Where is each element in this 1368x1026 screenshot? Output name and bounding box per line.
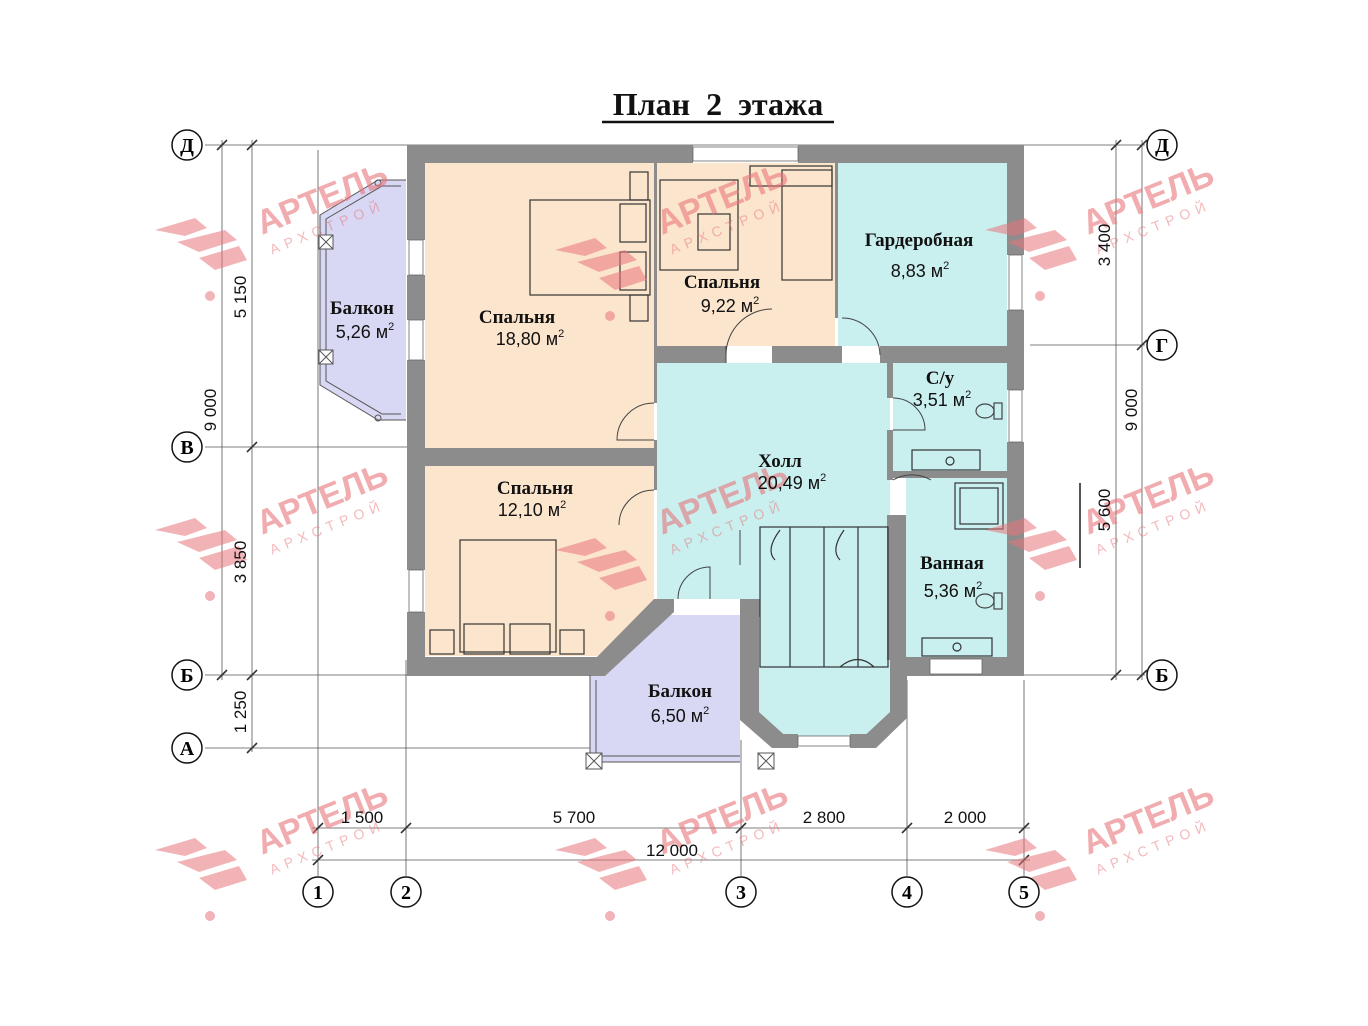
- balcony-rails: [318, 179, 775, 770]
- room-area-bedroom-left: 12,10 м2: [498, 499, 567, 520]
- axis-label-column: 5: [1019, 882, 1029, 904]
- room-name-hall: Холл: [758, 451, 802, 472]
- room-name-balcony-left: Балкон: [330, 298, 394, 319]
- room-name-bedroom-small: Спальня: [684, 272, 760, 293]
- axis-label-row: Д: [1155, 135, 1169, 157]
- room-area-wardrobe: 8,83 м2: [891, 260, 950, 281]
- dim-bottom-inner: 2 000: [944, 808, 987, 827]
- dim-left-outer: 9 000: [201, 389, 220, 432]
- room-area-bedroom-small: 9,22 м2: [701, 295, 760, 316]
- axis-label-row: Б: [180, 665, 193, 687]
- dim-bottom-inner: 2 800: [803, 808, 846, 827]
- room-area-balcony-bottom: 6,50 м2: [651, 705, 710, 726]
- room-labels: Балкон 5,26 м2 Спальня 18,80 м2 Спальня …: [330, 230, 984, 726]
- axis-label-row: Д: [180, 135, 194, 157]
- dim-bottom-inner: 5 700: [553, 808, 596, 827]
- axis-label-column: 3: [736, 882, 746, 904]
- dim-left-inner: 3 850: [231, 541, 250, 584]
- room-area-wc: 3,51 м2: [913, 389, 972, 410]
- dim-right-outer: 9 000: [1122, 389, 1141, 432]
- dim-right-inner: 3 400: [1095, 224, 1114, 267]
- watermark-logo: [555, 838, 647, 921]
- dimension-ticks: [216, 139, 1148, 866]
- windows: [408, 146, 1023, 747]
- dim-bottom-inner: 1 500: [341, 808, 384, 827]
- axis-bubbles: Д Д Г В Б Б А 1 2 3 4 5: [171, 129, 1178, 908]
- plan-title: План 2 этажа: [613, 86, 823, 122]
- room-name-wardrobe: Гардеробная: [865, 230, 974, 251]
- room-area-bedroom-big: 18,80 м2: [496, 328, 565, 349]
- door-swings: [616, 308, 932, 600]
- axis-label-column: 4: [902, 882, 912, 904]
- walls: [407, 145, 1024, 748]
- axis-label-row: В: [180, 437, 193, 459]
- room-name-bedroom-big: Спальня: [479, 307, 555, 328]
- axis-label-column: 2: [401, 882, 411, 904]
- watermark-logo: [155, 838, 247, 921]
- axis-label-row: Б: [1155, 665, 1168, 687]
- room-area-bath: 5,36 м2: [924, 580, 983, 601]
- room-name-wc: С/у: [926, 368, 955, 389]
- axis-label-row: Г: [1156, 335, 1169, 357]
- room-area-hall: 20,49 м2: [758, 472, 827, 493]
- dimension-text: 9 000 5 150 3 850 1 250 3 400 9 000 5 60…: [201, 224, 1141, 860]
- axis-label-column: 1: [313, 882, 323, 904]
- dim-left-inner: 5 150: [231, 276, 250, 319]
- dim-left-inner: 1 250: [231, 691, 250, 734]
- room-name-bath: Ванная: [920, 553, 984, 574]
- dim-right-inner: 5 600: [1095, 489, 1114, 532]
- dim-bottom-total: 12 000: [646, 841, 698, 860]
- room-name-balcony-bottom: Балкон: [648, 681, 712, 702]
- dimension-lines: [221, 140, 1143, 861]
- axis-label-row: А: [180, 738, 195, 760]
- room-name-bedroom-left: Спальня: [497, 478, 573, 499]
- room-area-balcony-left: 5,26 м2: [336, 321, 395, 342]
